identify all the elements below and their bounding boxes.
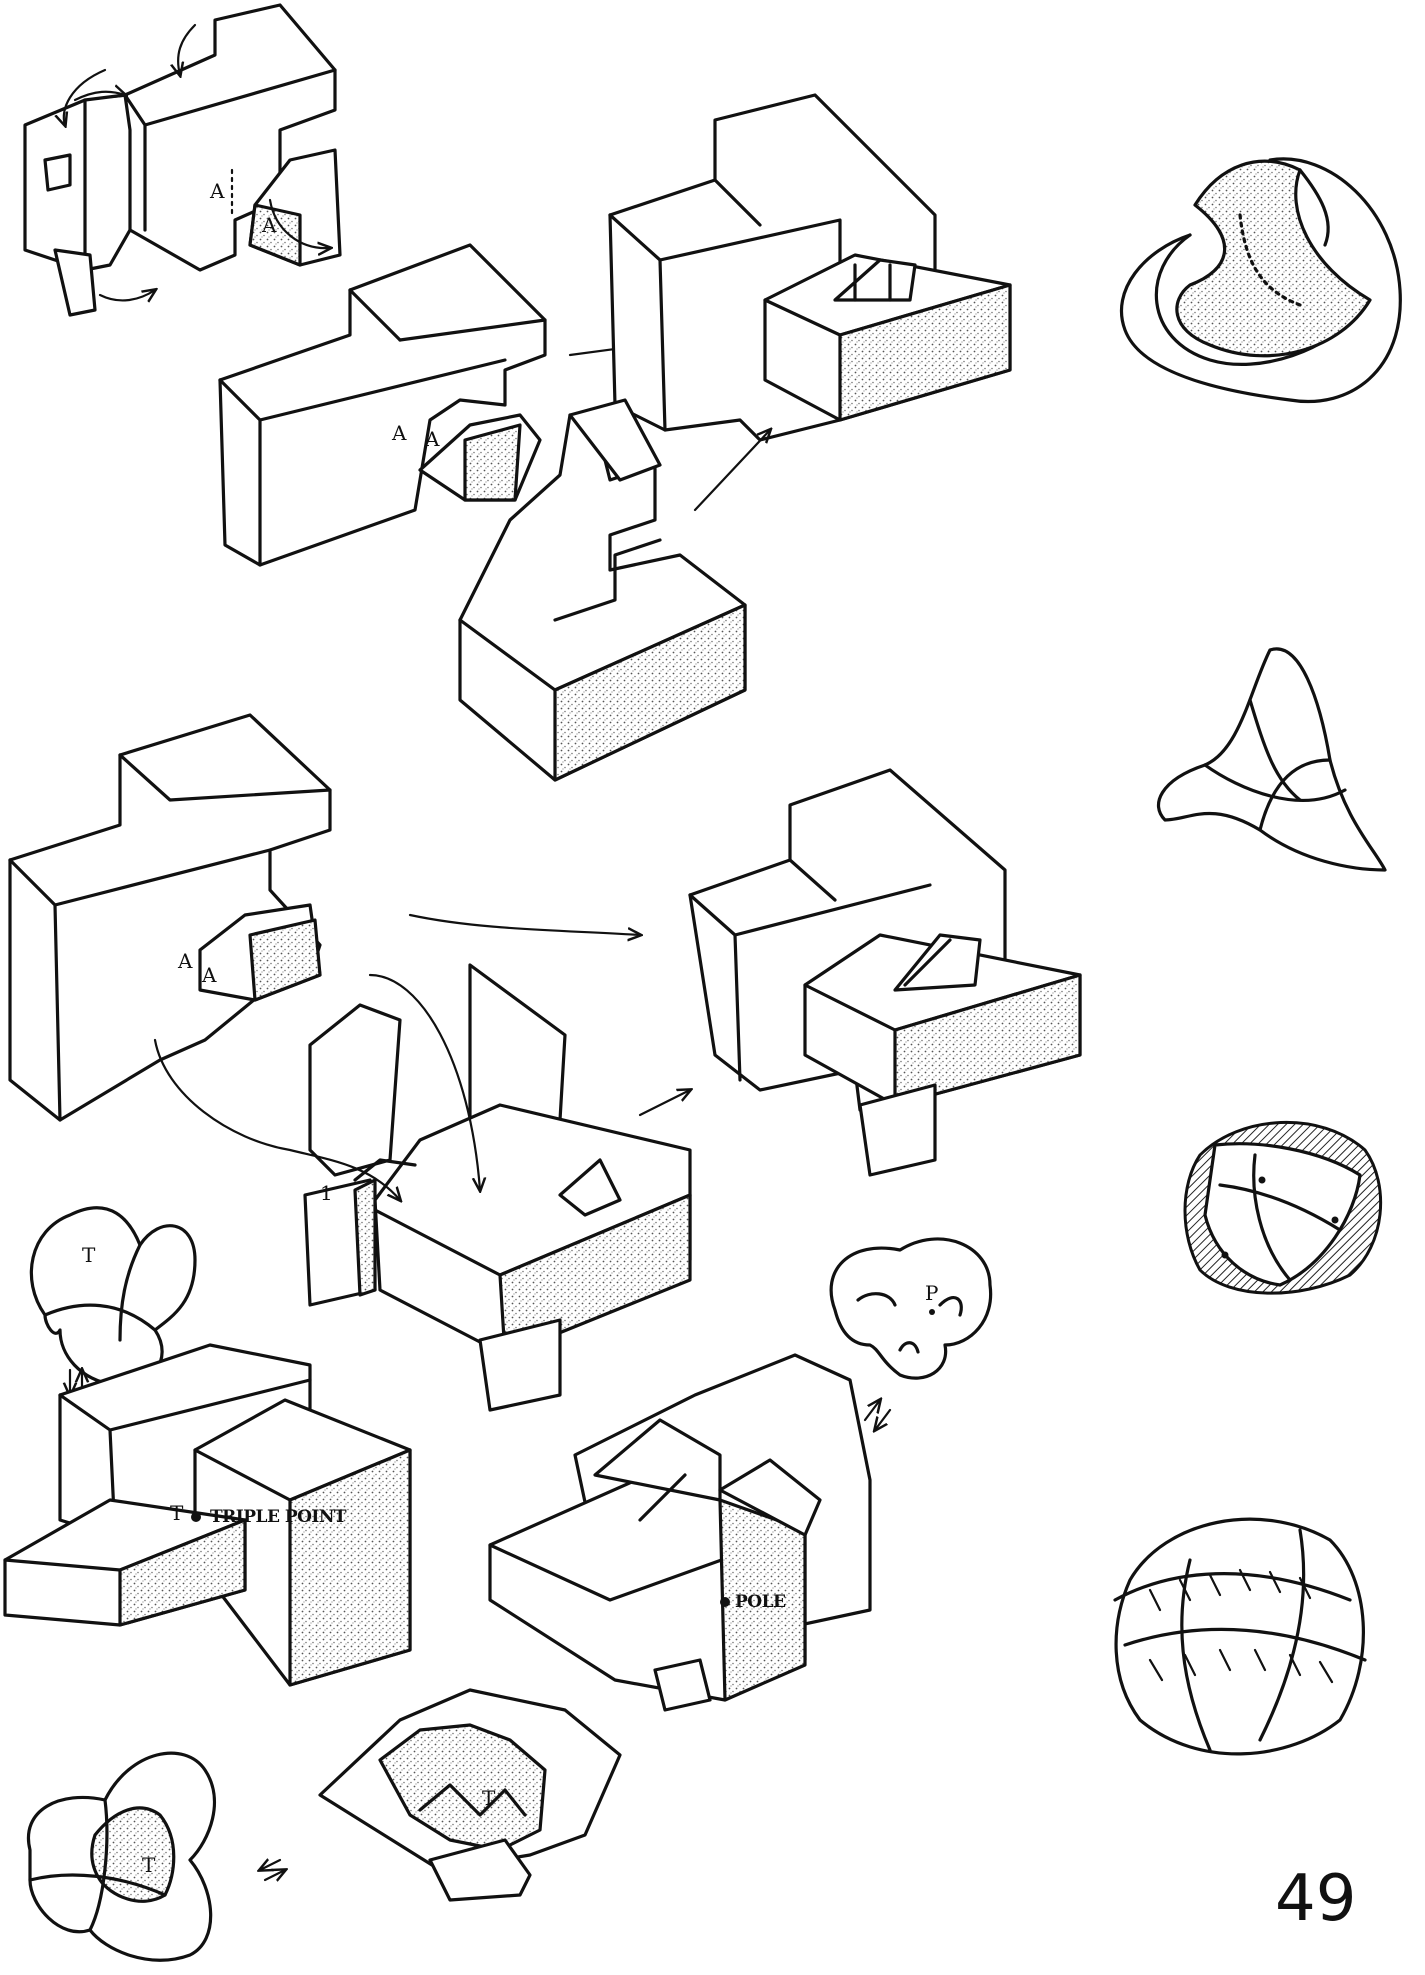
label-t-3: T <box>482 1786 496 1810</box>
triple-point-label: TRIPLE POINT <box>210 1507 347 1527</box>
cube-group-sketch: 1 <box>155 965 690 1410</box>
boys-surface-sketch-1 <box>1121 159 1400 402</box>
assembled-interlocked-block-sketch <box>640 770 1080 1175</box>
label-p: P <box>925 1281 938 1305</box>
label-t-2: T <box>170 1501 184 1525</box>
label-a-4: A <box>424 427 440 451</box>
label-a-6: A <box>201 963 217 987</box>
label-t-4: T <box>142 1853 156 1877</box>
label-one: 1 <box>320 1181 333 1205</box>
triple-point-block-sketch: T TRIPLE POINT <box>5 1345 410 1685</box>
label-a-3: A <box>391 421 407 445</box>
trefoil-knot-sketch-2: T <box>28 1753 214 1960</box>
label-a-5: A <box>177 949 193 973</box>
label-a-1: A <box>209 179 225 203</box>
boys-surface-sketch-2 <box>1158 649 1385 870</box>
assembled-notched-block-sketch <box>610 95 1010 510</box>
crumpled-triangle-sketch: T <box>260 1690 620 1900</box>
label-a-2: A <box>261 213 277 237</box>
pole-triangle-block-sketch: POLE <box>490 1355 870 1710</box>
banded-ball-sketch-1 <box>1185 1122 1381 1293</box>
unfolded-net-sketch: A A <box>25 5 340 315</box>
pole-label: POLE <box>735 1592 786 1612</box>
label-t-1: T <box>82 1243 96 1267</box>
banded-ball-sketch-2 <box>1115 1519 1365 1754</box>
page-number: 49 <box>1275 1862 1356 1936</box>
